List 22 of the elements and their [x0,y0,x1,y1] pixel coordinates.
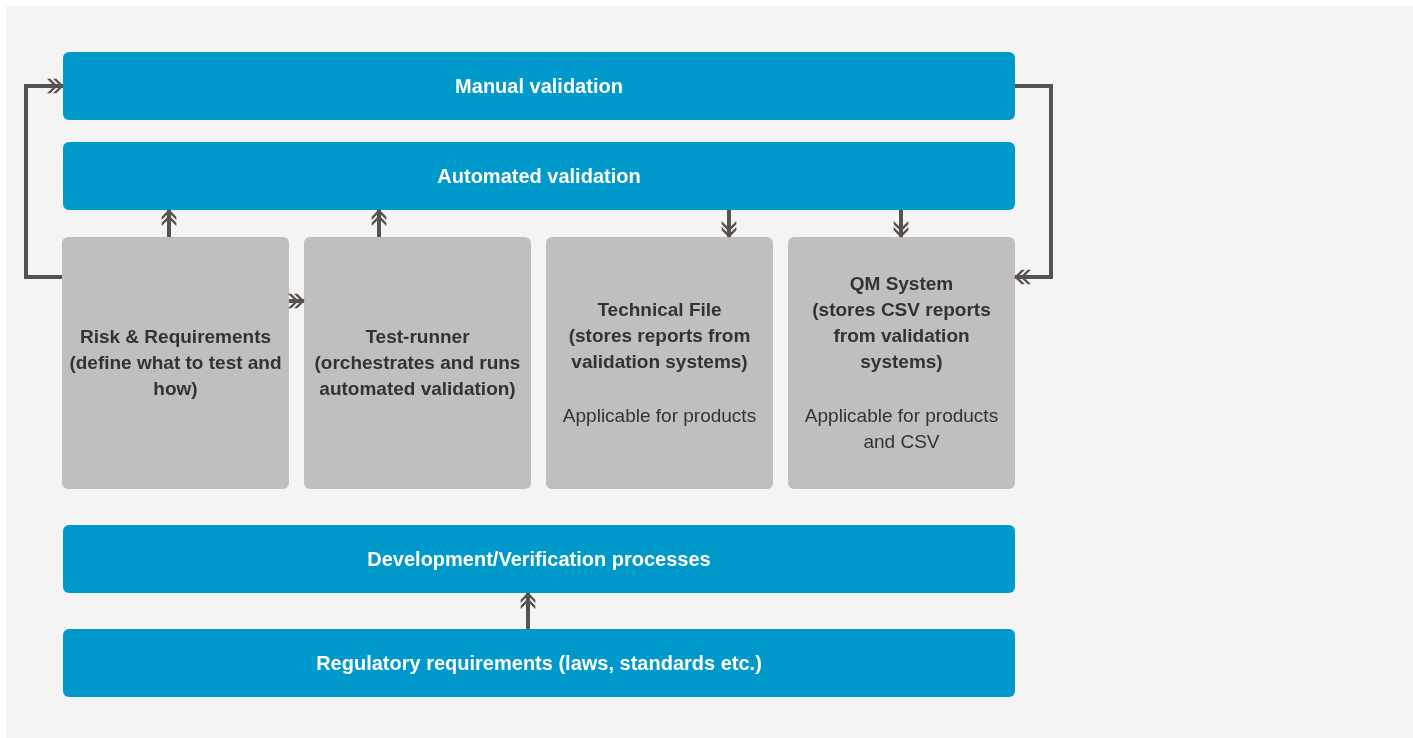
layer-bar [63,629,1015,697]
component-box [62,237,289,489]
node-title: QM System [849,272,954,296]
node-description: (stores reports from validation systems) [567,324,752,374]
node-title: Regulatory requirements (laws, standards etc.) [316,651,762,676]
node-title: Automated validation [437,164,641,189]
node-title: Manual validation [455,74,623,99]
component-box [546,237,773,489]
layer-bar [63,525,1015,593]
node-description: (stores CSV reports from validation systems) [811,298,992,374]
node-note: Applicable for products and CSV [803,404,1000,454]
node-note: Applicable for products [562,404,757,428]
component-box [788,237,1015,489]
node-title: Development/Verification processes [367,547,711,572]
node-description: (define what to test and how) [68,351,283,401]
node-title: Risk & Requirements [79,325,272,349]
layer-bar [63,52,1015,120]
layer-bar [63,142,1015,210]
node-title: Technical File [597,298,722,322]
node-description: (orchestrates and runs automated validation) [313,351,522,401]
node-title: Test-runner [365,325,470,349]
component-box [304,237,531,489]
